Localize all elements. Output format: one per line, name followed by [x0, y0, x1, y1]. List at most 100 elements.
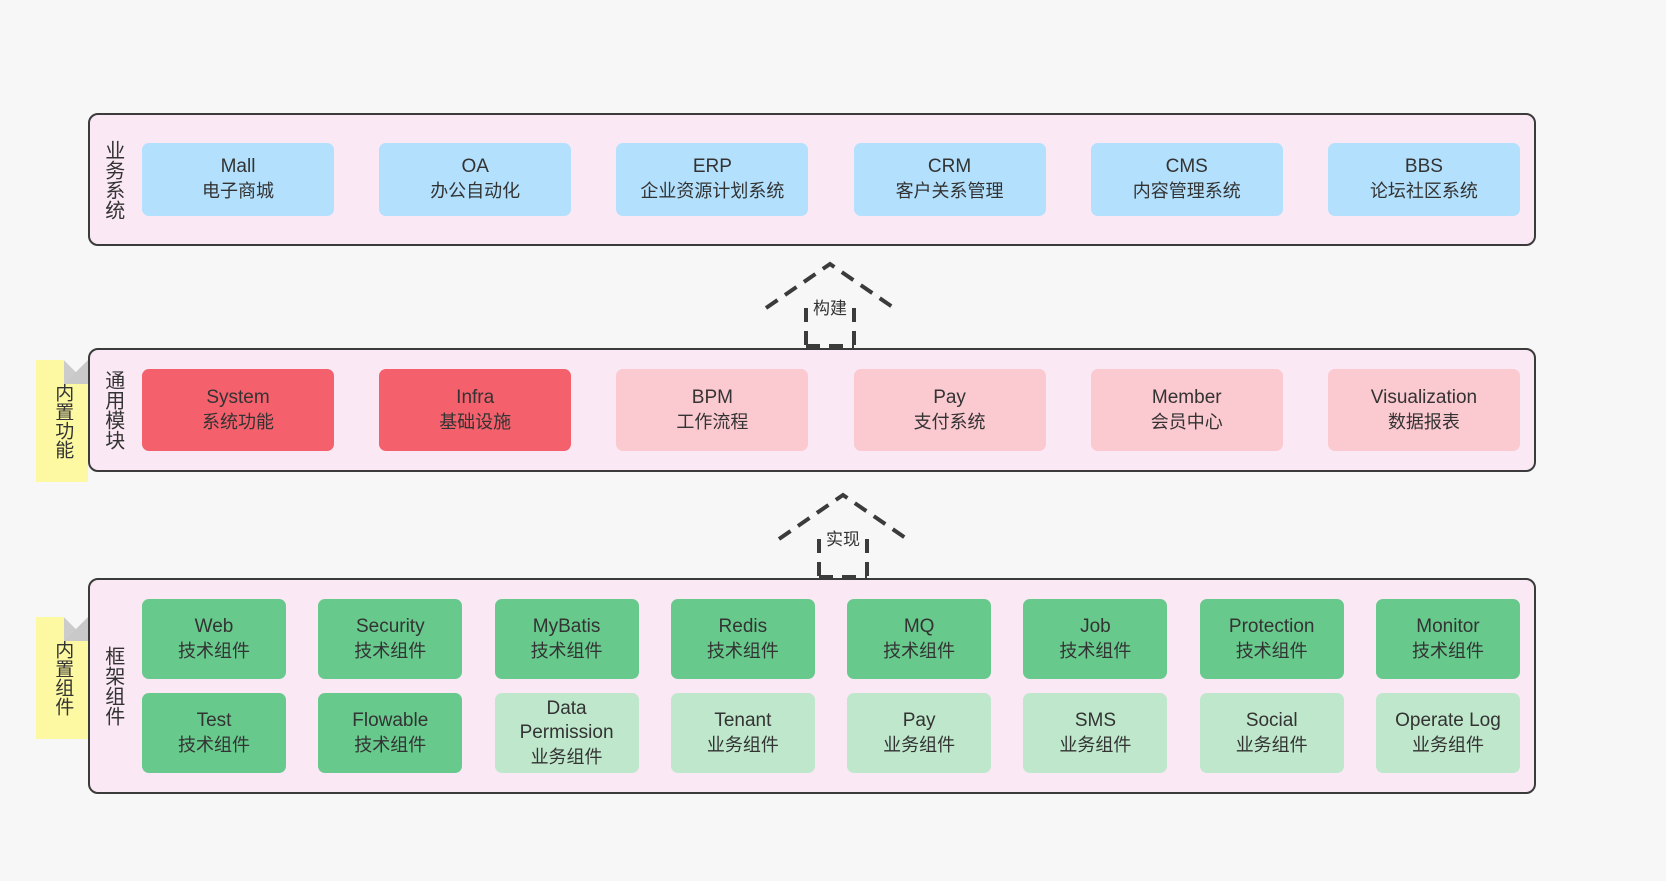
card-title: Flowable [352, 709, 429, 731]
layer-title-common-modules: 通用模块 [101, 370, 124, 450]
card-subtitle: 技术组件 [883, 640, 956, 661]
card-monitor[interactable]: Monitor 技术组件 [1375, 599, 1520, 679]
card-social[interactable]: Social 业务组件 [1199, 693, 1344, 773]
framework-row-technical: Web 技术组件 Security 技术组件 MyBatis 技术组件 Redi… [142, 599, 1520, 679]
layer-title-business-system: 业务系统 [101, 139, 124, 220]
card-mq[interactable]: MQ 技术组件 [847, 599, 992, 679]
card-bbs[interactable]: BBS 论坛社区系统 [1327, 143, 1520, 216]
card-title: MyBatis [532, 615, 601, 637]
card-title: Redis [718, 615, 768, 637]
card-title: Mall [220, 156, 256, 178]
card-title: ERP [692, 156, 732, 178]
card-subtitle: 技术组件 [706, 640, 779, 661]
card-title: Data Permission [519, 697, 614, 744]
card-title: BBS [1404, 156, 1443, 178]
card-data-permission[interactable]: Data Permission 业务组件 [494, 693, 639, 773]
card-cms[interactable]: CMS 内容管理系统 [1090, 143, 1283, 216]
arrow-implement-glyph [777, 492, 909, 579]
card-title: Monitor [1416, 615, 1480, 637]
card-title: Operate Log [1395, 709, 1501, 731]
layer-body-common-modules: System 系统功能 Infra 基础设施 BPM 工作流程 Pay 支付系统… [134, 350, 1534, 470]
card-title: Security [355, 615, 425, 637]
card-subtitle: 内容管理系统 [1132, 181, 1241, 202]
note-builtin-components: 内置组件 [36, 617, 88, 739]
card-title: Web [194, 615, 234, 637]
note-label: 内置功能 [52, 383, 74, 459]
layer-title-framework-components: 框架组件 [101, 646, 124, 726]
card-sms[interactable]: SMS 业务组件 [1023, 693, 1168, 773]
card-pay-module[interactable]: Pay 支付系统 [853, 369, 1046, 451]
card-system[interactable]: System 系统功能 [142, 369, 334, 451]
card-subtitle: 支付系统 [913, 411, 986, 432]
card-web[interactable]: Web 技术组件 [142, 599, 286, 679]
card-subtitle: 工作流程 [676, 411, 749, 432]
card-erp[interactable]: ERP 企业资源计划系统 [616, 143, 809, 216]
card-member[interactable]: Member 会员中心 [1090, 369, 1283, 451]
card-subtitle: 技术组件 [530, 640, 603, 661]
card-title: Infra [456, 386, 495, 408]
card-visualization[interactable]: Visualization 数据报表 [1327, 369, 1520, 451]
card-subtitle: 技术组件 [1059, 640, 1132, 661]
card-title: Visualization [1370, 386, 1478, 408]
layer-common-modules: 通用模块 System 系统功能 Infra 基础设施 BPM 工作流程 Pay… [88, 348, 1536, 472]
card-title: Job [1080, 615, 1111, 637]
card-subtitle: 业务组件 [883, 734, 956, 755]
card-crm[interactable]: CRM 客户关系管理 [853, 143, 1046, 216]
card-title: MQ [903, 615, 935, 637]
card-title: CMS [1165, 156, 1208, 178]
note-label: 内置组件 [52, 640, 74, 716]
card-title: Pay [933, 386, 966, 408]
card-title: Test [196, 709, 232, 731]
card-subtitle: 数据报表 [1387, 411, 1460, 432]
card-mybatis[interactable]: MyBatis 技术组件 [494, 599, 639, 679]
card-oa[interactable]: OA 办公自动化 [379, 143, 572, 216]
arrow-build: 构建 [760, 258, 900, 348]
note-builtin-features: 内置功能 [36, 360, 88, 482]
card-subtitle: 业务组件 [1059, 734, 1132, 755]
card-subtitle: 技术组件 [354, 734, 427, 755]
layer-framework-components: 框架组件 Web 技术组件 Security 技术组件 MyBatis 技术组件… [88, 578, 1536, 794]
card-subtitle: 业务组件 [1235, 734, 1308, 755]
card-pay-component[interactable]: Pay 业务组件 [847, 693, 992, 773]
card-subtitle: 技术组件 [178, 734, 250, 755]
card-redis[interactable]: Redis 技术组件 [670, 599, 815, 679]
card-security[interactable]: Security 技术组件 [318, 599, 463, 679]
card-operate-log[interactable]: Operate Log 业务组件 [1375, 693, 1520, 773]
card-title: CRM [927, 156, 972, 178]
note-fold-corner-icon [64, 360, 88, 384]
card-subtitle: 业务组件 [706, 734, 779, 755]
card-subtitle: 技术组件 [354, 640, 427, 661]
card-subtitle: 技术组件 [1411, 640, 1484, 661]
card-title: BPM [691, 386, 733, 408]
card-test[interactable]: Test 技术组件 [142, 693, 286, 773]
framework-row-business: Test 技术组件 Flowable 技术组件 Data Permission … [142, 693, 1520, 773]
card-subtitle: 电子商城 [202, 181, 274, 202]
card-subtitle: 办公自动化 [430, 181, 521, 202]
layer-body-business-system: Mall 电子商城 OA 办公自动化 ERP 企业资源计划系统 CRM 客户关系… [134, 115, 1534, 244]
layer-body-framework-components: Web 技术组件 Security 技术组件 MyBatis 技术组件 Redi… [134, 580, 1534, 792]
card-title: Tenant [714, 709, 772, 731]
card-subtitle: 业务组件 [1411, 734, 1484, 755]
card-title: Social [1245, 709, 1298, 731]
layer-business-system: 业务系统 Mall 电子商城 OA 办公自动化 ERP 企业资源计划系统 CRM… [88, 113, 1536, 246]
card-title: OA [461, 156, 489, 178]
card-subtitle: 系统功能 [202, 411, 274, 432]
card-protection[interactable]: Protection 技术组件 [1199, 599, 1344, 679]
card-tenant[interactable]: Tenant 业务组件 [670, 693, 815, 773]
card-subtitle: 企业资源计划系统 [640, 181, 785, 202]
card-job[interactable]: Job 技术组件 [1023, 599, 1168, 679]
card-subtitle: 会员中心 [1150, 411, 1223, 432]
card-subtitle: 基础设施 [439, 411, 512, 432]
card-title: System [206, 386, 270, 408]
card-mall[interactable]: Mall 电子商城 [142, 143, 334, 216]
arrow-build-glyph [764, 261, 896, 348]
card-subtitle: 技术组件 [178, 640, 250, 661]
card-infra[interactable]: Infra 基础设施 [379, 369, 572, 451]
card-flowable[interactable]: Flowable 技术组件 [318, 693, 463, 773]
card-bpm[interactable]: BPM 工作流程 [616, 369, 809, 451]
card-title: SMS [1074, 709, 1116, 731]
card-subtitle: 客户关系管理 [895, 181, 1004, 202]
card-subtitle: 技术组件 [1235, 640, 1308, 661]
card-title: Pay [902, 709, 936, 731]
